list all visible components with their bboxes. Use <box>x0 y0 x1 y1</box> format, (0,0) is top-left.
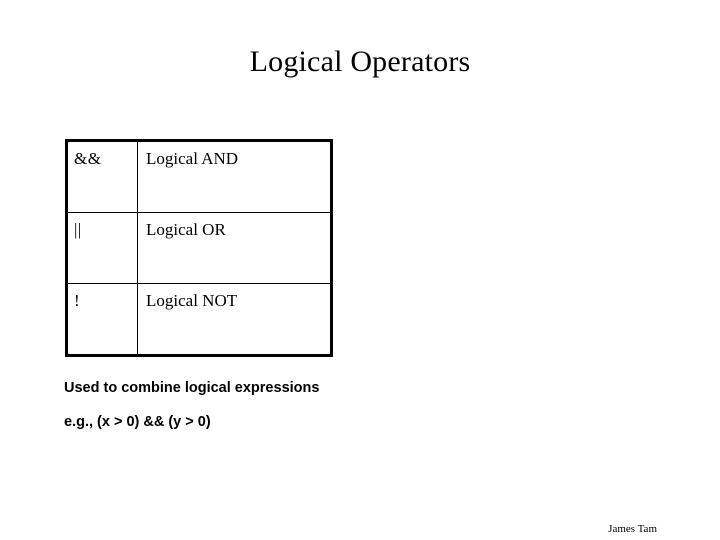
body-text-line-1: Used to combine logical expressions <box>64 380 320 396</box>
table-body: && Logical AND || Logical OR ! L <box>66 140 332 356</box>
operator-meaning-cell: Logical OR <box>137 212 332 284</box>
operator-symbol-cell: ! <box>66 283 138 356</box>
operator-symbol: ! <box>74 291 81 310</box>
operator-symbol-cell: || <box>66 212 138 284</box>
logical-operators-table: && Logical AND || Logical OR ! L <box>65 139 333 357</box>
operator-symbol-cell: && <box>66 140 138 213</box>
table-row: || Logical OR <box>66 212 332 284</box>
footer-credit: James Tam <box>608 523 657 535</box>
page-title: Logical Operators <box>249 45 471 78</box>
table-row: ! Logical NOT <box>66 283 332 356</box>
operator-meaning: Logical OR <box>146 220 226 239</box>
operator-symbol: && <box>74 149 102 168</box>
operator-meaning-cell: Logical AND <box>137 140 332 213</box>
operator-meaning-cell: Logical NOT <box>137 283 332 356</box>
operator-meaning: Logical AND <box>146 149 239 168</box>
operator-symbol: || <box>74 220 82 239</box>
body-text-line-2: e.g., (x > 0) && (y > 0) <box>64 414 211 430</box>
table-row: && Logical AND <box>66 140 332 213</box>
operator-meaning: Logical NOT <box>146 291 238 310</box>
